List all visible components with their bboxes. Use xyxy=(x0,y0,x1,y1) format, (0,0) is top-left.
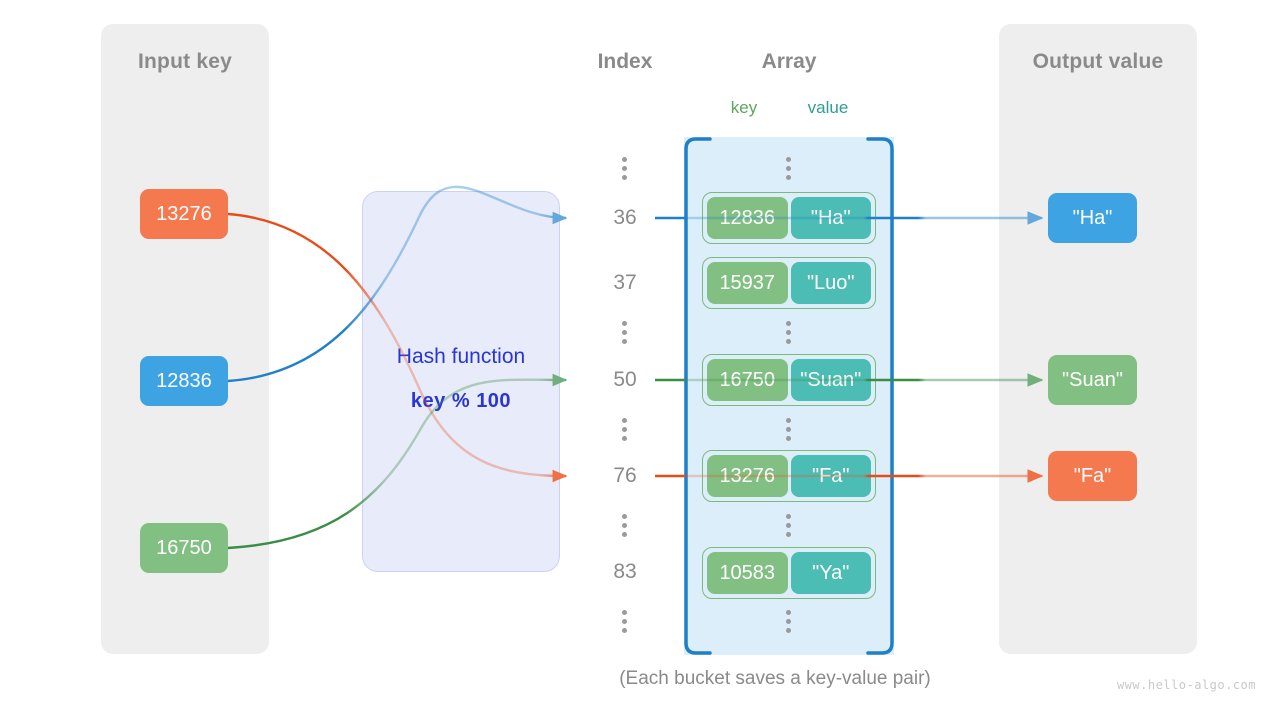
hash-function-title: Hash function xyxy=(396,345,526,368)
index-column-heading: Index xyxy=(597,50,653,73)
index-label-36: 36 xyxy=(613,206,637,229)
bucket-key: 10583 xyxy=(707,552,788,594)
output-panel-title: Output value xyxy=(1032,50,1164,73)
bucket-value: "Fa" xyxy=(790,455,871,497)
index-label-37: 37 xyxy=(613,271,637,294)
input-key-13276[interactable]: 13276 xyxy=(140,189,228,239)
hash-function-expression: key % 100 xyxy=(410,390,512,412)
bucket-value: "Ha" xyxy=(790,197,871,239)
bucket-row[interactable]: 12836 "Ha" xyxy=(702,192,876,244)
index-ellipsis xyxy=(622,321,627,344)
index-ellipsis xyxy=(622,418,627,441)
bucket-key: 13276 xyxy=(707,455,788,497)
diagram-caption: (Each bucket saves a key-value pair) xyxy=(619,668,931,689)
input-key-16750[interactable]: 16750 xyxy=(140,523,228,573)
array-ellipsis xyxy=(786,514,791,537)
index-label-83: 83 xyxy=(613,560,637,583)
bucket-row[interactable]: 10583 "Ya" xyxy=(702,547,876,599)
input-panel-title: Input key xyxy=(138,50,232,73)
bucket-value: "Ya" xyxy=(790,552,871,594)
hash-function-box: Hash function key % 100 xyxy=(362,191,560,572)
bucket-row[interactable]: 15937 "Luo" xyxy=(702,257,876,309)
output-value-panel: Output value xyxy=(999,24,1197,654)
output-value-suan[interactable]: "Suan" xyxy=(1048,355,1137,405)
bucket-key: 15937 xyxy=(707,262,788,304)
index-label-50: 50 xyxy=(613,368,637,391)
bucket-value: "Luo" xyxy=(790,262,871,304)
output-value-ha[interactable]: "Ha" xyxy=(1048,193,1137,243)
input-key-12836[interactable]: 12836 xyxy=(140,356,228,406)
array-ellipsis xyxy=(786,157,791,180)
index-ellipsis xyxy=(622,610,627,633)
array-column-heading: Array xyxy=(761,50,817,73)
index-ellipsis xyxy=(622,157,627,180)
index-ellipsis xyxy=(622,514,627,537)
bucket-row[interactable]: 13276 "Fa" xyxy=(702,450,876,502)
bucket-key: 16750 xyxy=(707,359,788,401)
array-ellipsis xyxy=(786,610,791,633)
bucket-key: 12836 xyxy=(707,197,788,239)
array-ellipsis xyxy=(786,418,791,441)
output-value-fa[interactable]: "Fa" xyxy=(1048,451,1137,501)
site-watermark: www.hello-algo.com xyxy=(1116,678,1256,692)
bucket-row[interactable]: 16750 "Suan" xyxy=(702,354,876,406)
value-subheading: value xyxy=(807,98,849,117)
bucket-value: "Suan" xyxy=(790,359,871,401)
array-ellipsis xyxy=(786,321,791,344)
key-subheading: key xyxy=(730,98,758,117)
index-label-76: 76 xyxy=(613,464,637,487)
